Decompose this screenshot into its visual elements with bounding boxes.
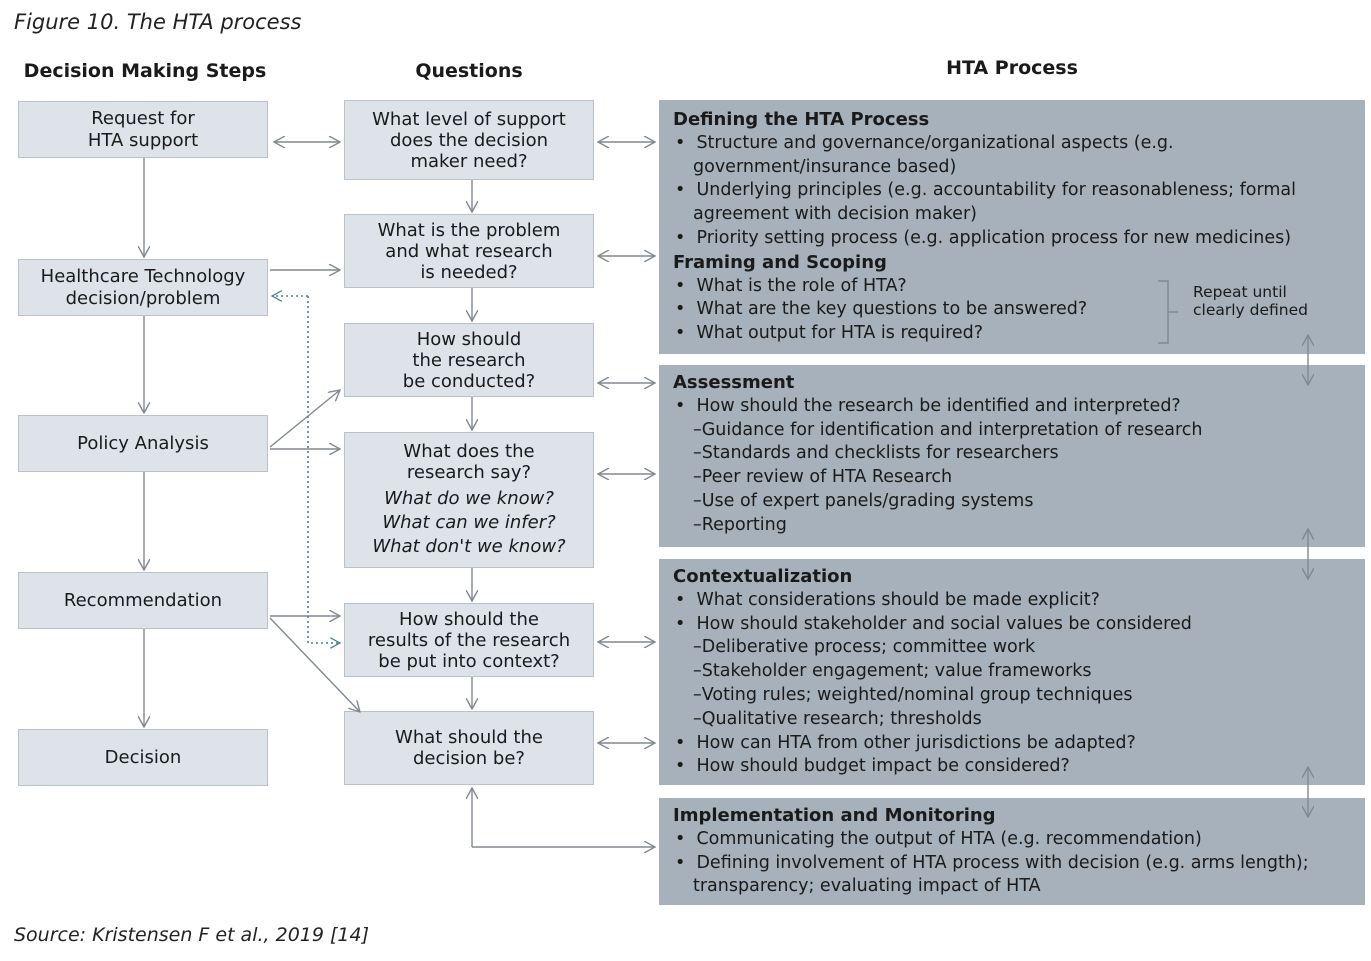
figure-title: Figure 10. The HTA process (14, 10, 302, 34)
assessment-subitem: Use of expert panels/grading systems (673, 490, 1355, 514)
question-decision: What should the decision be? (344, 711, 594, 785)
question-text: results of the research (367, 629, 571, 651)
question-research-says: What does the research say? What do we k… (344, 432, 594, 568)
step-recommendation: Recommendation (18, 572, 268, 629)
framing-bullet: What are the key questions to be answere… (673, 298, 1355, 322)
framing-bullet: What is the role of HTA? (673, 275, 1355, 299)
question-text: What should the (395, 727, 543, 748)
repeat-note: Repeat until clearly defined (1193, 283, 1308, 319)
defining-title: Defining the HTA Process (673, 109, 930, 130)
hta-assessment-box: Assessment How should the research be id… (659, 365, 1365, 547)
step-text: Policy Analysis (77, 432, 209, 454)
question-italic-text: What do we know? (384, 488, 554, 509)
step-text: Recommendation (63, 589, 223, 611)
repeat-bracket (1158, 280, 1169, 344)
contextualization-bullet: How should stakeholder and social values… (673, 613, 1355, 637)
step-text: HTA support (87, 129, 199, 151)
header-questions: Questions (415, 60, 523, 82)
question-research-conduct: How should the research be conducted? (344, 323, 594, 397)
assessment-title: Assessment (673, 372, 795, 393)
repeat-note-text: Repeat until (1193, 283, 1287, 301)
hta-defining-framing-box: Defining the HTA Process Structure and g… (659, 100, 1365, 354)
header-hta-process: HTA Process (946, 57, 1078, 79)
question-context: How should the results of the research b… (344, 603, 594, 677)
contextualization-bullet: How should budget impact be considered? (673, 755, 1355, 779)
step-policy-analysis: Policy Analysis (18, 415, 268, 472)
repeat-note-text: clearly defined (1193, 301, 1308, 319)
question-text: the research (412, 349, 526, 371)
framing-title: Framing and Scoping (673, 251, 887, 273)
step-text: Request for (91, 107, 195, 129)
step-text: decision/problem (65, 287, 221, 309)
question-text: What level of support (372, 108, 566, 130)
contextualization-bullet: What considerations should be made expli… (673, 589, 1355, 613)
defining-bullet: Structure and governance/organizational … (673, 132, 1355, 180)
question-text: How should (416, 328, 522, 350)
hta-contextualization-box: Contextualization What considerations sh… (659, 559, 1365, 785)
contextualization-bullet: How can HTA from other jurisdictions be … (673, 732, 1355, 756)
contextualization-title: Contextualization (673, 566, 853, 587)
assessment-subitem: Peer review of HTA Research (673, 466, 1355, 490)
defining-bullet: Priority setting process (e.g. applicati… (673, 227, 1355, 251)
question-text: What does the (403, 441, 535, 462)
contextualization-subitem: Voting rules; weighted/nominal group tec… (673, 684, 1355, 708)
contextualization-subitem: Deliberative process; committee work (673, 636, 1355, 660)
question-text: be conducted? (402, 370, 536, 392)
implementation-bullet: Defining involvement of HTA process with… (673, 852, 1355, 900)
assessment-bullet: How should the research be identified an… (673, 395, 1355, 419)
defining-bullet: Underlying principles (e.g. accountabili… (673, 179, 1355, 227)
question-text: research say? (406, 462, 532, 483)
question-text: is needed? (420, 261, 518, 283)
question-text: What is the problem (377, 219, 561, 241)
step-question-arrow (269, 617, 360, 712)
hta-implementation-box: Implementation and Monitoring Communicat… (659, 798, 1365, 905)
implementation-bullet: Communicating the output of HTA (e.g. re… (673, 828, 1355, 852)
contextualization-subitem: Qualitative research; thresholds (673, 708, 1355, 732)
header-decision-steps: Decision Making Steps (23, 60, 267, 82)
question-support-level: What level of support does the decision … (344, 100, 594, 180)
step-text: Healthcare Technology (40, 265, 246, 287)
question-text: How should the (399, 608, 539, 630)
question-text: be put into context? (378, 650, 560, 672)
assessment-subitem: Guidance for identification and interpre… (673, 419, 1355, 443)
question-italic-text: What can we infer? (382, 512, 556, 533)
step-question-arrow (269, 390, 340, 448)
question-italic-text: What don't we know? (372, 536, 566, 557)
assessment-subitem: Standards and checklists for researchers (673, 442, 1355, 466)
question-problem: What is the problem and what research is… (344, 214, 594, 288)
question-text: and what research (385, 240, 553, 262)
implementation-title: Implementation and Monitoring (673, 805, 996, 826)
assessment-subitem: Reporting (673, 514, 1355, 538)
contextualization-subitem: Stakeholder engagement; value frameworks (673, 660, 1355, 684)
framing-bullet: What output for HTA is required? (673, 322, 1355, 346)
question-text: does the decision (389, 129, 549, 151)
question-text: maker need? (410, 150, 528, 172)
dotted-feedback-arrow (307, 296, 340, 643)
question-text: decision be? (413, 748, 525, 769)
step-decision: Decision (18, 729, 268, 786)
step-text: Decision (104, 746, 182, 768)
source-note: Source: Kristensen F et al., 2019 [14] (14, 924, 369, 946)
